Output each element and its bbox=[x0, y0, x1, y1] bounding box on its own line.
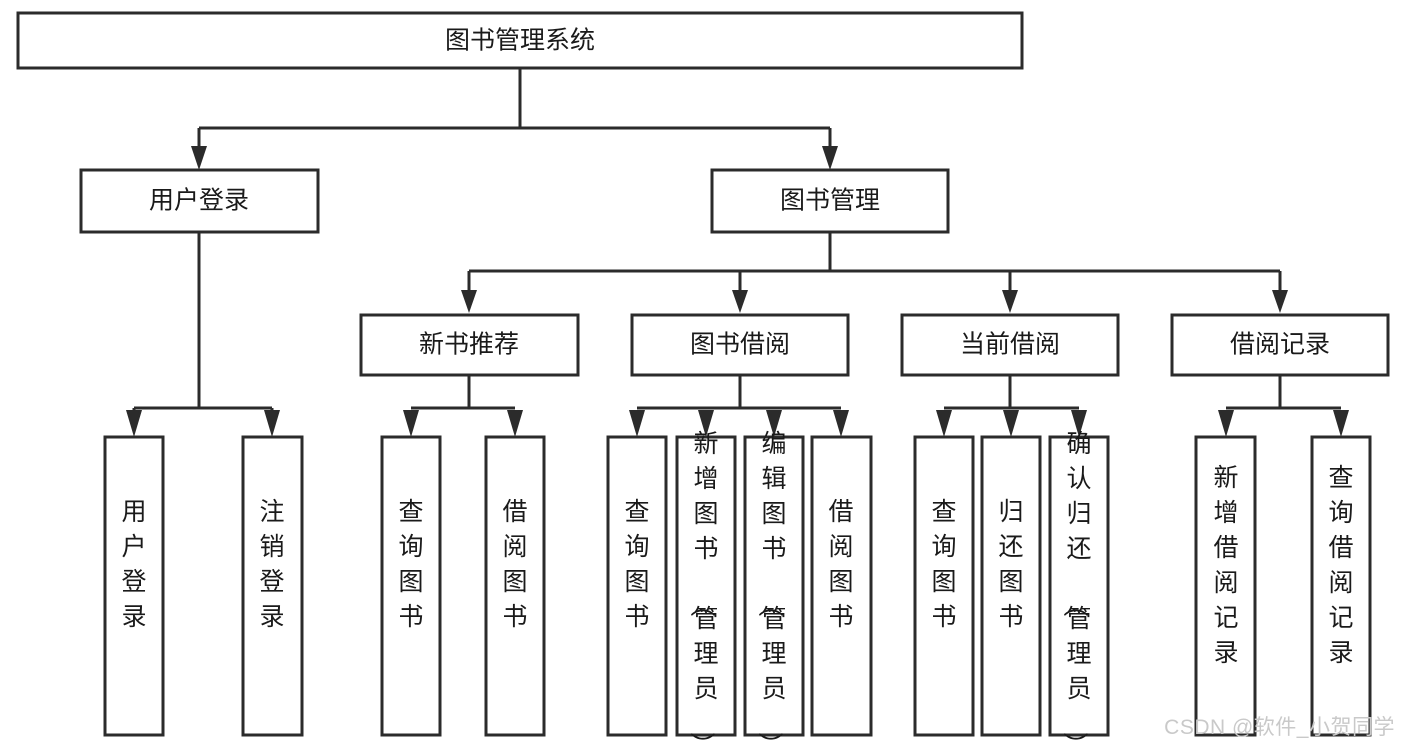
leaf-node[interactable]: 归还图书 bbox=[980, 435, 1042, 737]
leaf-bb-edit-book-box[interactable] bbox=[743, 435, 805, 737]
leaf-bb-add-book-label: 新增图书（管理员） bbox=[687, 430, 718, 747]
node-book-management[interactable]: 图书管理 bbox=[710, 168, 950, 234]
leaf-node[interactable]: 借阅图书 bbox=[810, 435, 873, 737]
leaf-node[interactable]: 注销登录 bbox=[241, 435, 304, 737]
node-current-borrow[interactable]: 当前借阅 bbox=[900, 313, 1120, 377]
node-current-borrow-box[interactable] bbox=[900, 313, 1120, 377]
arrow-bb-leaf3 bbox=[833, 410, 849, 437]
arrow-to-book-manage bbox=[822, 146, 838, 170]
arrow-br-leaf0 bbox=[1218, 410, 1234, 437]
leaf-nb-borrow-book-label: 借阅图书 bbox=[502, 498, 527, 631]
leaf-logout-label: 注销登录 bbox=[259, 498, 284, 631]
node-borrow-record[interactable]: 借阅记录 bbox=[1170, 313, 1390, 377]
leaf-bb-add-book-box[interactable] bbox=[675, 435, 737, 737]
node-book-borrow[interactable]: 图书借阅 bbox=[630, 313, 850, 377]
arrow-bb-leaf0 bbox=[629, 410, 645, 437]
leaf-bb-borrow-book-box[interactable] bbox=[810, 435, 873, 737]
leaf-node[interactable]: 新增借阅记录 bbox=[1194, 435, 1257, 737]
leaf-node[interactable]: 查询图书 bbox=[913, 435, 975, 737]
leaf-bb-query-book-box[interactable] bbox=[606, 435, 668, 737]
node-borrow-record-box[interactable] bbox=[1170, 313, 1390, 377]
connector-layer bbox=[126, 68, 1349, 437]
leaf-bb-borrow-book-label: 借阅图书 bbox=[828, 498, 853, 631]
leaf-node[interactable]: 借阅图书 bbox=[484, 435, 546, 737]
node-user-login-box[interactable] bbox=[79, 168, 320, 234]
leaf-node[interactable]: 确认归还（管理员） bbox=[1048, 430, 1110, 747]
node-root-box[interactable] bbox=[16, 11, 1024, 70]
leaf-br-query-record-label: 查询借阅记录 bbox=[1328, 464, 1353, 667]
arrow-bb-leaf1 bbox=[698, 410, 714, 437]
arrow-bb-leaf2 bbox=[766, 410, 782, 437]
leaf-user-login-box[interactable] bbox=[103, 435, 165, 737]
leaf-node[interactable]: 查询图书 bbox=[606, 435, 668, 737]
arrow-ul-leaf1 bbox=[264, 410, 280, 437]
node-user-login-label: 用户登录 bbox=[149, 187, 249, 215]
leaf-node[interactable]: 查询借阅记录 bbox=[1310, 435, 1372, 737]
arrow-ul-leaf0 bbox=[126, 410, 142, 437]
leaf-nb-query-book-box[interactable] bbox=[380, 435, 442, 737]
arrow-cb-leaf2 bbox=[1071, 410, 1087, 437]
leaf-user-login-label: 用户登录 bbox=[121, 498, 146, 631]
leaf-cb-confirm-return-label: 确认归还（管理员） bbox=[1060, 430, 1091, 747]
leaf-cb-confirm-return-box[interactable] bbox=[1048, 435, 1110, 737]
node-book-borrow-label: 图书借阅 bbox=[690, 331, 790, 359]
node-book-management-box[interactable] bbox=[710, 168, 950, 234]
node-user-login[interactable]: 用户登录 bbox=[79, 168, 320, 234]
leaf-bb-edit-book-label: 编辑图书（管理员） bbox=[755, 430, 786, 747]
leaf-node[interactable]: 查询图书 bbox=[380, 435, 442, 737]
node-book-borrow-box[interactable] bbox=[630, 313, 850, 377]
arrow-br-leaf1 bbox=[1333, 410, 1349, 437]
leaf-node[interactable]: 编辑图书（管理员） bbox=[743, 430, 805, 747]
leaf-cb-return-book-label: 归还图书 bbox=[998, 498, 1023, 631]
leaf-nb-query-book-label: 查询图书 bbox=[398, 498, 423, 631]
arrow-cb-leaf0 bbox=[936, 410, 952, 437]
node-root-label: 图书管理系统 bbox=[445, 27, 595, 55]
leaf-cb-query-book-label: 查询图书 bbox=[931, 498, 956, 631]
arrow-to-book-borrow bbox=[732, 290, 748, 313]
arrow-to-current-borrow bbox=[1002, 290, 1018, 313]
leaf-br-query-record-box[interactable] bbox=[1310, 435, 1372, 737]
node-new-book-recommend[interactable]: 新书推荐 bbox=[359, 313, 580, 377]
node-root-system[interactable]: 图书管理系统 bbox=[16, 11, 1024, 70]
csdn-watermark: CSDN @软件_小贺同学 bbox=[1164, 716, 1395, 739]
node-current-borrow-label: 当前借阅 bbox=[960, 331, 1060, 359]
arrow-to-borrow-record bbox=[1272, 290, 1288, 313]
leaf-br-add-record-label: 新增借阅记录 bbox=[1213, 464, 1238, 667]
arrow-cb-leaf1 bbox=[1003, 410, 1019, 437]
leaf-cb-return-book-box[interactable] bbox=[980, 435, 1042, 737]
node-borrow-record-label: 借阅记录 bbox=[1230, 331, 1330, 359]
leaf-cb-query-book-box[interactable] bbox=[913, 435, 975, 737]
leaf-br-add-record-box[interactable] bbox=[1194, 435, 1257, 737]
arrow-nb-leaf1 bbox=[507, 410, 523, 437]
arrow-to-user-login bbox=[191, 146, 207, 170]
leaf-node[interactable]: 用户登录 bbox=[103, 435, 165, 737]
arrow-to-new-book bbox=[461, 290, 477, 313]
node-book-management-label: 图书管理 bbox=[780, 187, 880, 215]
leaf-logout-box[interactable] bbox=[241, 435, 304, 737]
arrow-nb-leaf0 bbox=[403, 410, 419, 437]
leaf-node[interactable]: 新增图书（管理员） bbox=[675, 430, 737, 747]
node-new-book-recommend-label: 新书推荐 bbox=[419, 331, 519, 359]
leaf-nb-borrow-book-box[interactable] bbox=[484, 435, 546, 737]
leaf-bb-query-book-label: 查询图书 bbox=[624, 498, 649, 631]
node-new-book-recommend-box[interactable] bbox=[359, 313, 580, 377]
